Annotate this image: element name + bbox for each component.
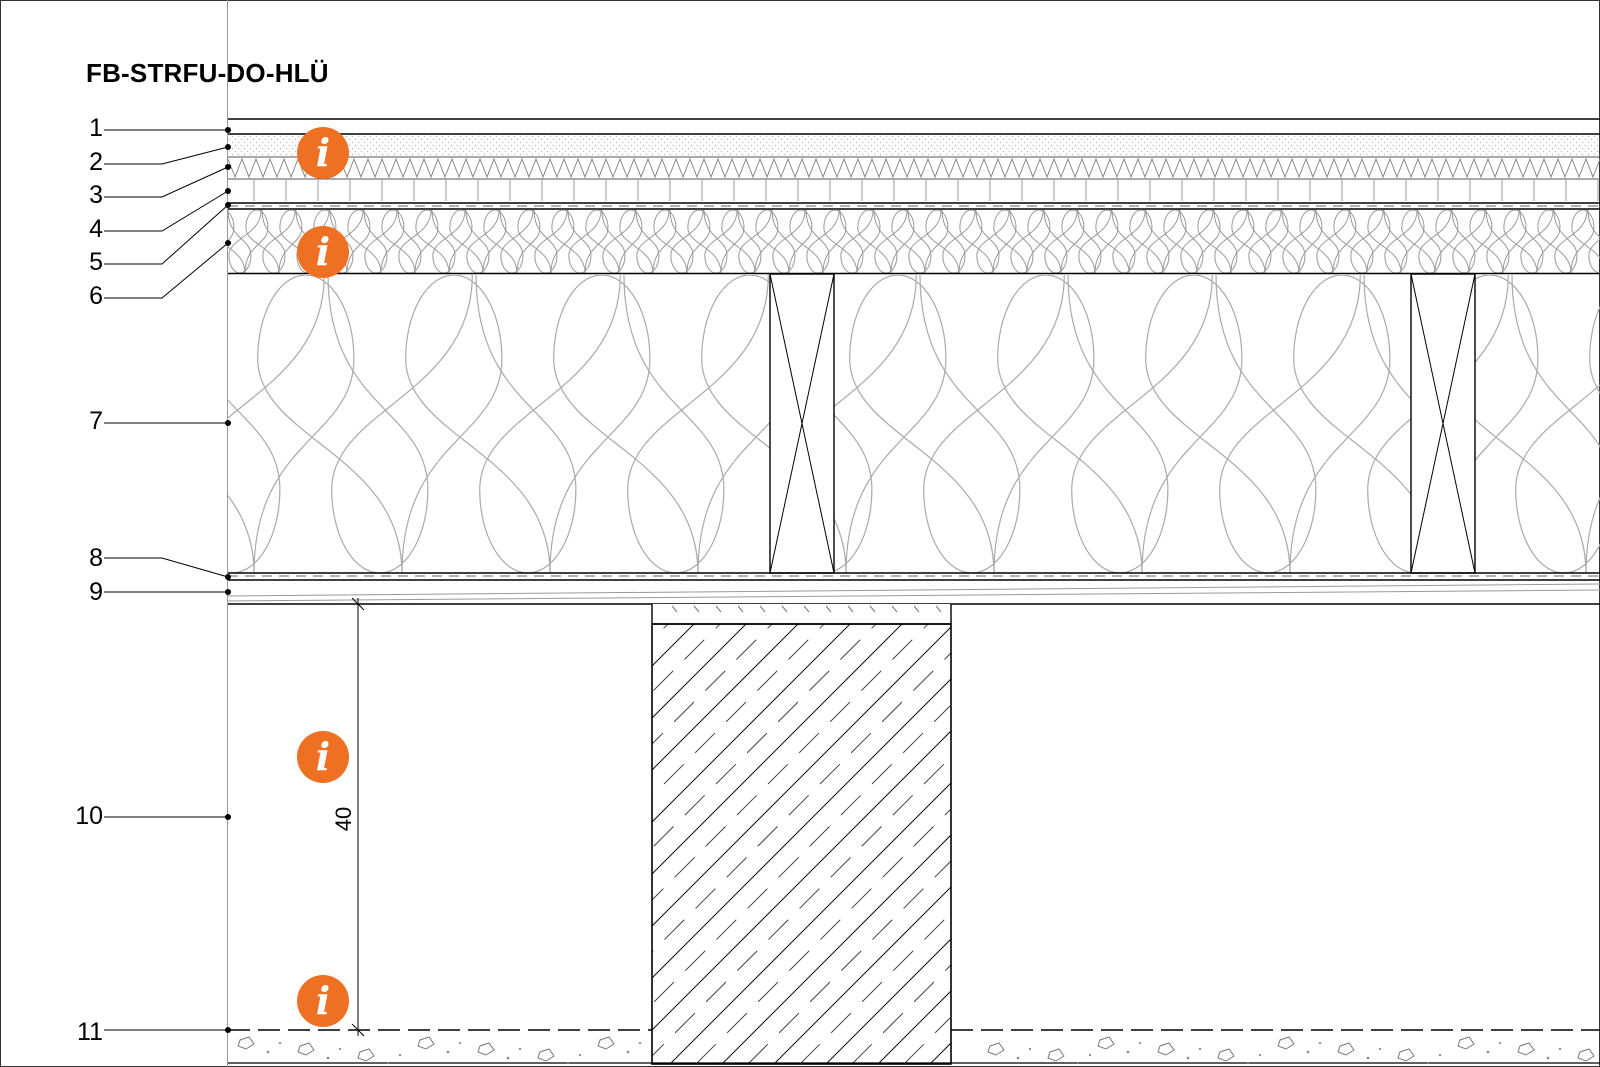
layer-number-11: 11: [77, 1018, 103, 1046]
layer-5-foil: [228, 205, 1600, 210]
layer-number-5: 5: [89, 248, 103, 276]
layer-number-3: 3: [89, 181, 103, 209]
layer-9-boarding: [227, 583, 1600, 605]
dimension-line: [351, 597, 365, 1037]
layer-7-mineral-wool-insulation: [228, 275, 1600, 573]
dimension-label: 40: [331, 806, 356, 832]
layer-1-floor-covering: [228, 118, 1600, 135]
layer-2-screed: [228, 135, 1600, 158]
layer-number-4: 4: [89, 215, 103, 243]
info-icon: i: [315, 130, 331, 175]
layer-number-2: 2: [89, 148, 103, 176]
drawing-title: FB-STRFU-DO-HLÜ: [86, 58, 329, 88]
support-post: [651, 604, 952, 1065]
layer-number-8: 8: [89, 544, 103, 572]
layer-number-10: 10: [75, 802, 103, 830]
info-icon: i: [315, 734, 331, 779]
info-icon: i: [315, 229, 331, 274]
info-button-base[interactable]: i: [297, 975, 349, 1027]
timber-joist: [1410, 273, 1476, 574]
info-button-insulation[interactable]: i: [297, 226, 349, 278]
timber-joist: [769, 273, 835, 574]
layer-3-impact-sound-insulation: [227, 157, 1600, 180]
layer-8-membrane: [228, 572, 1600, 581]
info-button-screed[interactable]: i: [297, 127, 349, 179]
layer-4-fill: [228, 180, 1600, 204]
info-button-cavity[interactable]: i: [297, 731, 349, 783]
layer-6-insulation-board: [228, 209, 1600, 273]
leader-lines: [104, 127, 231, 1033]
layer-number-9: 9: [89, 578, 103, 606]
layer-number-7: 7: [89, 407, 103, 435]
info-icon: i: [315, 978, 331, 1023]
layer-11-base: [228, 1029, 1600, 1064]
layer-number-1: 1: [89, 114, 103, 142]
layer-number-6: 6: [89, 282, 103, 310]
